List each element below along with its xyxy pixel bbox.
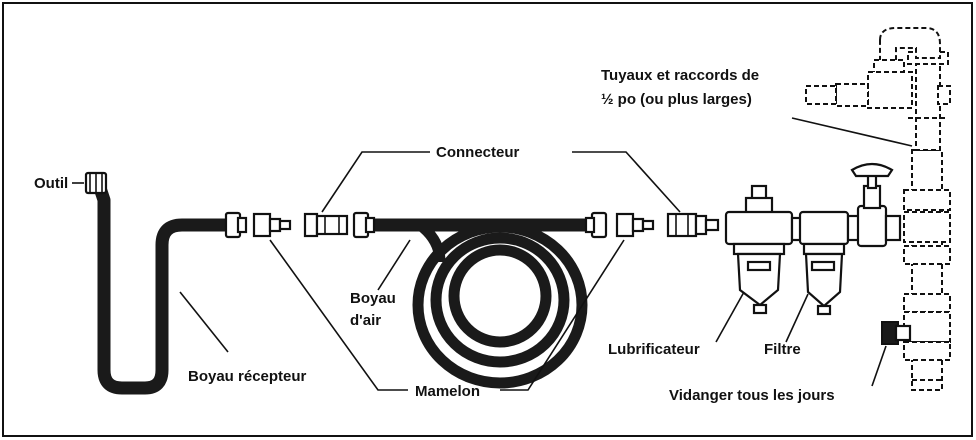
nipple-right bbox=[615, 212, 655, 238]
whip-hose bbox=[93, 181, 235, 395]
label-pipes-line1: Tuyaux et raccords de bbox=[601, 67, 759, 84]
label-air-hose-line2: d'air bbox=[350, 312, 381, 329]
drain-valve bbox=[881, 321, 912, 345]
label-connector: Connecteur bbox=[436, 144, 520, 161]
nipple-left bbox=[252, 212, 292, 238]
label-lubricator: Lubrificateur bbox=[608, 341, 700, 358]
hose-fitting-mid bbox=[352, 211, 376, 239]
label-filter: Filtre bbox=[764, 341, 801, 358]
supply-piping bbox=[805, 27, 951, 391]
label-pipes-line2: ½ po (ou plus larges) bbox=[601, 91, 752, 108]
label-whip-hose: Boyau récepteur bbox=[188, 368, 307, 385]
connector-right bbox=[666, 212, 720, 238]
label-drain-daily: Vidanger tous les jours bbox=[669, 387, 835, 404]
lubricator-unit bbox=[724, 184, 794, 315]
tool-fitting bbox=[84, 171, 108, 195]
hose-fitting-left bbox=[224, 211, 248, 239]
label-air-hose-line1: Boyau bbox=[350, 290, 396, 307]
leader-lines bbox=[72, 117, 913, 391]
hose-fitting-right bbox=[584, 211, 608, 239]
shutoff-valve bbox=[846, 162, 902, 248]
label-nipple: Mamelon bbox=[415, 383, 480, 400]
connector-left bbox=[303, 212, 349, 238]
label-tool: Outil bbox=[34, 175, 68, 192]
filter-unit bbox=[790, 210, 850, 316]
